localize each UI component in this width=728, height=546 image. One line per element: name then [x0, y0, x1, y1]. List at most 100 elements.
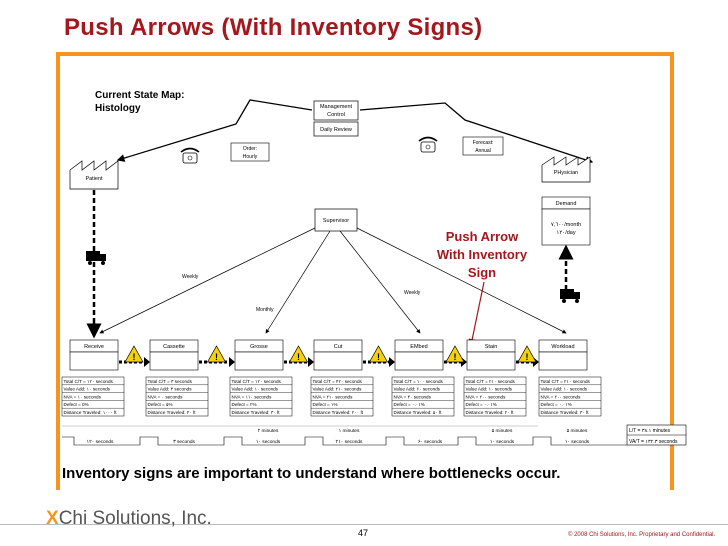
management-box — [313, 100, 359, 121]
patient-label: Patient — [85, 176, 103, 182]
svg-text:!: ! — [526, 352, 529, 362]
push-arrowhead — [229, 357, 235, 367]
process-body — [538, 351, 588, 371]
process-data-line: Total C/T = ۳ seconds — [148, 379, 193, 384]
forecast-label: Forecast: — [473, 140, 494, 146]
push-arrowhead — [308, 357, 314, 367]
svg-text:!: ! — [454, 352, 457, 362]
process-label: Stain — [485, 344, 498, 350]
supervisor-embed-line — [339, 230, 421, 334]
physician-factory-icon — [541, 156, 591, 183]
forecast-box — [462, 136, 504, 156]
physician-label: PHysician — [554, 170, 578, 176]
inventory-warning-icon: ! — [368, 345, 389, 363]
process-data-line: Defect = 0% — [64, 402, 89, 407]
process-data-box — [538, 376, 602, 417]
process-data-line: Total C/T = ۱۲۰ seconds — [64, 379, 114, 384]
demand-box — [541, 208, 591, 246]
process-label: Grosse — [250, 344, 268, 350]
phone-icon — [418, 136, 438, 153]
svg-text:!: ! — [377, 352, 380, 362]
process-label: EMbed — [410, 344, 427, 350]
order-frequency: Hourly — [243, 154, 258, 160]
callout-line-3: Sign — [468, 265, 496, 280]
wait-time: ۵ minutes — [492, 428, 513, 434]
bottom-note: Inventory signs are important to underst… — [62, 465, 561, 482]
map-title: Current State Map: — [95, 90, 184, 101]
process-data-line: Total C/T = ۲۱۰ seconds — [541, 379, 591, 384]
daily-review-box — [313, 121, 359, 137]
process-data-line: NVA = ۴۰ seconds — [394, 394, 432, 399]
demand-day: ۱۲۰/day — [556, 230, 576, 236]
info-flow-management-physician — [359, 102, 594, 164]
process-data-line: Value Add: ۶۰ seconds — [394, 387, 441, 392]
process-data-line: NVA = ۲۱۰ seconds — [313, 394, 354, 399]
process-data-line: Distance Traveled: ۵۰ ft — [394, 410, 443, 415]
svg-text:!: ! — [133, 352, 136, 362]
process-data-box — [391, 376, 455, 417]
management-label: Management — [320, 104, 353, 110]
process-data-line: NVA = ۲۰۰ seconds — [466, 394, 507, 399]
process-data-line: Defect = ۲% — [232, 402, 257, 407]
weekly-label-left: Weekly — [182, 274, 199, 280]
map-subtitle: Histology — [95, 103, 141, 114]
control-label: Control — [327, 112, 345, 118]
value-add-time-total: VA/T = ۱۳۲.۳ seconds — [629, 439, 678, 445]
svg-text:!: ! — [215, 352, 218, 362]
logo-x-mark: X — [46, 508, 59, 529]
process-data-box — [310, 376, 374, 417]
svg-text:!: ! — [297, 352, 300, 362]
process-data-line: Value Add: ۱۰ seconds — [64, 387, 111, 392]
process-data-line: Distance Traveled: ۳۰ ft — [541, 410, 590, 415]
callout-line-2: With Inventory — [437, 247, 528, 262]
demand-month: ٧,٦۰۰/month — [551, 222, 581, 228]
lead-time-total: L/T = ۳۸.۱ minutes — [629, 428, 671, 434]
weekly-schedule-line — [99, 227, 316, 334]
wait-time: ۲ minutes — [258, 428, 279, 434]
phone-icon — [180, 147, 200, 164]
process-data-line: Total C/T = ۴۲۰ seconds — [313, 379, 363, 384]
process-data-line: Distance Traveled: ۲۰ ft — [466, 410, 515, 415]
inventory-warning-icon: ! — [124, 345, 144, 363]
inventory-warning-icon: ! — [206, 345, 227, 363]
process-data-line: Defect = ۵% — [148, 402, 173, 407]
process-data-line: Total C/T = ۲۱۰ seconds — [466, 379, 516, 384]
inventory-warning-icon: ! — [517, 345, 537, 363]
process-body — [69, 351, 119, 371]
process-data-line: NVA = ۲۰۰ seconds — [541, 394, 582, 399]
patient-factory-icon — [69, 160, 119, 190]
timeline-ladder — [62, 436, 627, 446]
order-box — [230, 142, 270, 162]
process-data-line: NVA = ۱۰ seconds — [64, 394, 102, 399]
value-add-time: ۶۰ seconds — [418, 439, 443, 445]
process-data-line: NVA = ۰ seconds — [148, 394, 184, 399]
truck-icon — [86, 251, 106, 265]
demand-title: Demand — [556, 201, 577, 207]
company-logo: XChi Solutions, Inc. — [46, 508, 212, 530]
process-data-box — [463, 376, 527, 417]
value-add-time: ۱۰ seconds — [565, 439, 590, 445]
push-arrowhead — [389, 357, 395, 367]
process-data-line: Value Add: ۲۱۰ seconds — [313, 387, 363, 392]
process-data-line: Defect = ۰.۰۱% — [394, 402, 425, 407]
process-label: Workload — [551, 344, 574, 350]
process-data-line: Total C/T = ۱۰۰ seconds — [394, 379, 444, 384]
process-data-line: Defect = ۰.۰۱% — [541, 402, 572, 407]
copyright: © 2008 Chi Solutions, Inc. Proprietary a… — [568, 532, 716, 538]
footer-divider — [0, 524, 728, 525]
weekly-workload-line — [356, 227, 567, 334]
inventory-warning-icon: ! — [445, 345, 465, 363]
process-label: Cassette — [163, 344, 185, 350]
process-data-line: Defect = ۰.۰۱% — [466, 402, 497, 407]
value-add-time: ۱۰ seconds — [256, 439, 281, 445]
process-data-line: Defect = ۱% — [313, 402, 338, 407]
process-data-line: Distance Traveled: ۲۰۰ ft — [313, 410, 364, 415]
process-body — [394, 351, 444, 371]
page-number: 47 — [358, 528, 369, 538]
info-flow-management-patient — [116, 99, 313, 162]
value-add-time: ۳ seconds — [173, 439, 195, 445]
process-body — [234, 351, 284, 371]
value-add-time: ۲۱۰ seconds — [336, 439, 364, 445]
